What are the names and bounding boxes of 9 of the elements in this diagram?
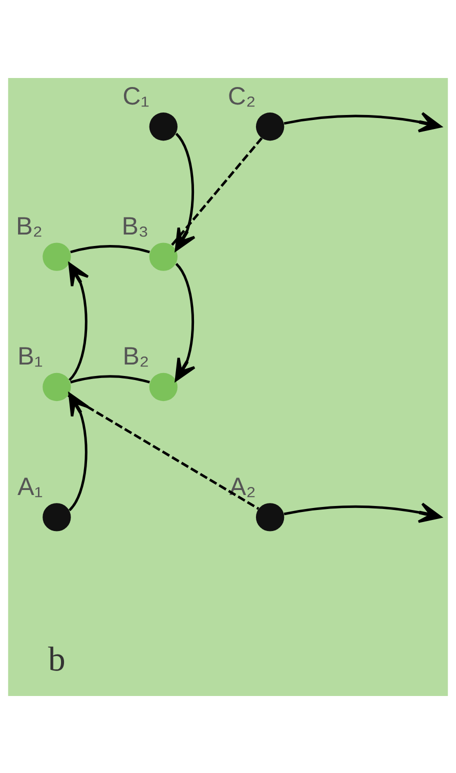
label: b bbox=[48, 640, 66, 678]
node-label: B₂ bbox=[122, 342, 150, 370]
node-label: B₁ bbox=[17, 342, 43, 370]
node-label: C₂ bbox=[228, 82, 256, 110]
node-label: B₃ bbox=[122, 212, 149, 240]
node-label: A₁ bbox=[17, 472, 43, 500]
node-label: B₂ bbox=[16, 212, 43, 240]
node-label: A₂ bbox=[229, 472, 256, 500]
node-label: C₁ bbox=[122, 82, 150, 110]
